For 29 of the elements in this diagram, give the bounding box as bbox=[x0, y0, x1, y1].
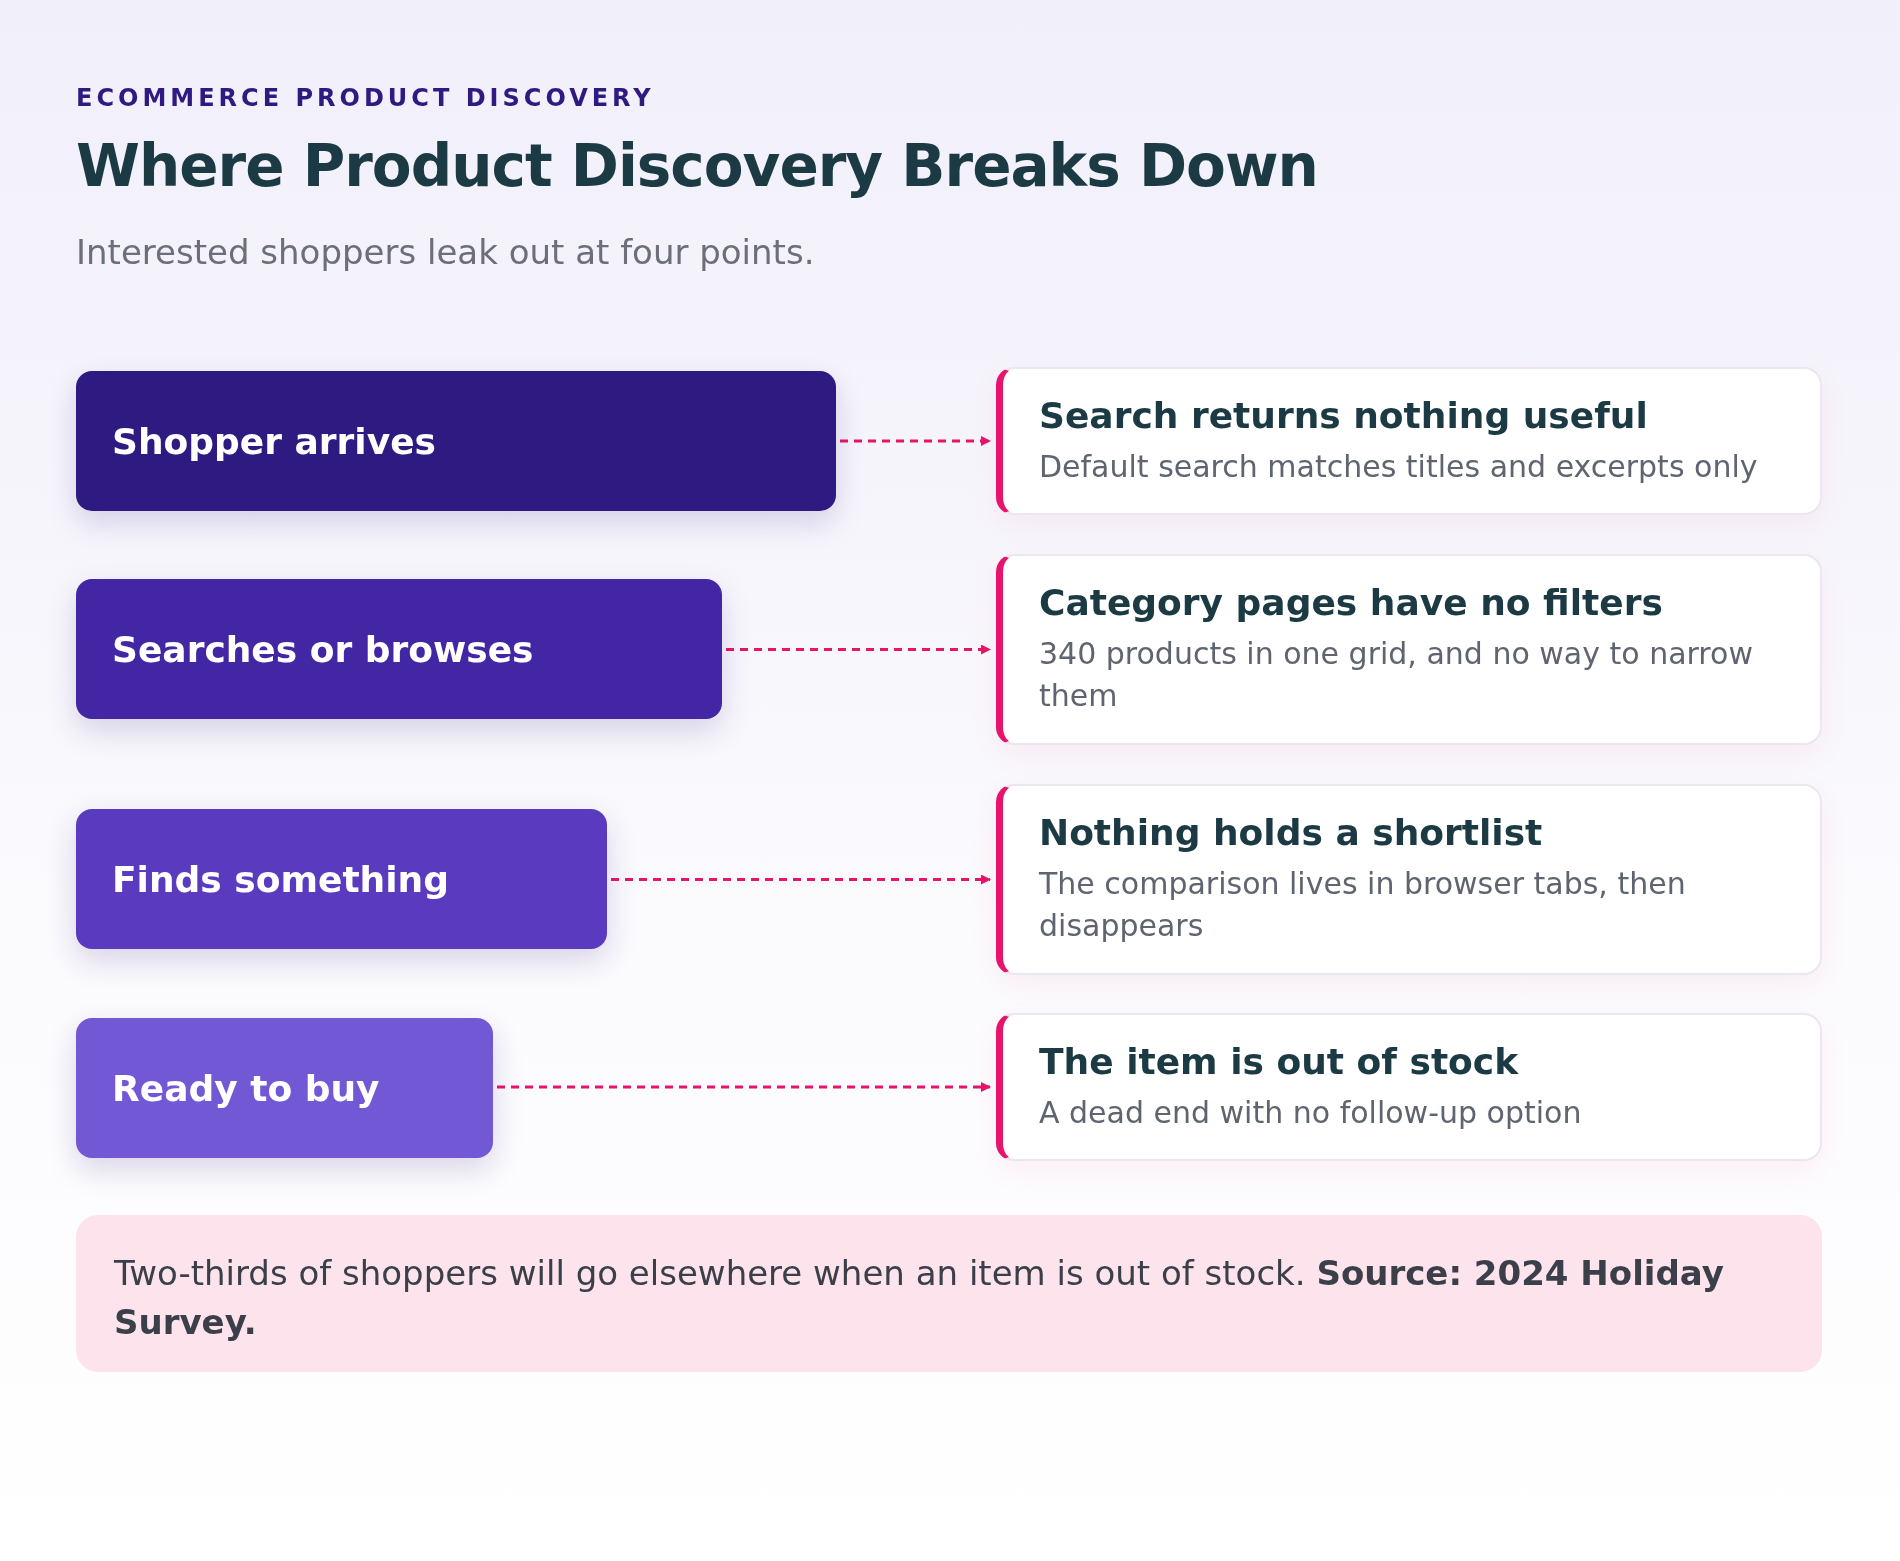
step-box bbox=[76, 371, 836, 511]
card-description: Default search matches titles and excerpts only bbox=[1039, 448, 1759, 486]
step-label: Shopper arrives bbox=[112, 420, 436, 462]
dashed-arrow bbox=[611, 874, 991, 885]
problem-card bbox=[996, 367, 1822, 515]
card-heading: Search returns nothing useful bbox=[1039, 395, 1649, 436]
dashed-arrow bbox=[726, 644, 991, 655]
step-label: Ready to buy bbox=[112, 1067, 380, 1109]
step-box bbox=[76, 809, 607, 949]
card-description: A dead end with no follow-up option bbox=[1039, 1094, 1583, 1132]
step-label: Searches or browses bbox=[112, 628, 534, 670]
step-label: Finds something bbox=[112, 858, 449, 900]
callout-text: Two-thirds of shoppers will go elsewhere when an item is out of stock. Source: 2024 Holiday Survey. bbox=[114, 1252, 1725, 1345]
callout-box bbox=[76, 1215, 1822, 1372]
card-description: The comparison lives in browser tabs, then disappears bbox=[1039, 865, 1687, 945]
subtitle: Interested shoppers leak out at four points. bbox=[76, 232, 816, 272]
card-heading: Category pages have no filters bbox=[1039, 582, 1664, 623]
card-heading: The item is out of stock bbox=[1039, 1041, 1520, 1082]
problem-card bbox=[996, 554, 1822, 745]
dashed-arrow bbox=[497, 1082, 991, 1092]
card-description: 340 products in one grid, and no way to narrow them bbox=[1039, 635, 1754, 715]
problem-card bbox=[996, 1013, 1822, 1161]
eyebrow-text: ECOMMERCE PRODUCT DISCOVERY bbox=[76, 84, 655, 112]
title: Where Product Discovery Breaks Down bbox=[76, 132, 1318, 200]
card-heading: Nothing holds a shortlist bbox=[1039, 812, 1544, 853]
step-box bbox=[76, 1018, 493, 1158]
dashed-arrow bbox=[840, 436, 991, 446]
step-box bbox=[76, 579, 722, 719]
problem-card bbox=[996, 784, 1822, 975]
